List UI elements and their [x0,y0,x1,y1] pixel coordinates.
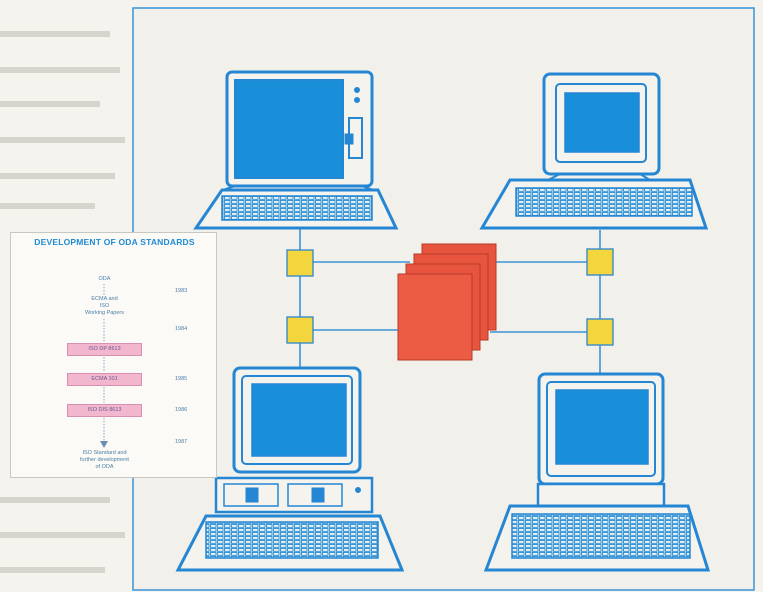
step-box-3: ISO DIS 8613 [67,404,142,417]
network-node-bottom-left [286,316,314,344]
document-stack [397,243,497,361]
background-text-lines [0,31,125,573]
year-1986: 1986 [175,407,188,413]
computer-top-left [193,70,399,230]
computer-top-right [479,72,709,230]
year-1983: 1983 [175,288,188,294]
computer-bottom-left [175,366,405,572]
network-node-bottom-right [586,318,614,346]
year-1985: 1985 [175,376,188,382]
step-working-papers: ECMA and ISO Working Papers [84,296,125,316]
computer-bottom-right [483,372,711,572]
year-1987: 1987 [175,439,188,445]
step-box-1: ISO DP 8613 [67,343,142,356]
oda-standards-card: DEVELOPMENT OF ODA STANDARDS ODA 1983 EC… [10,232,217,478]
card-title: DEVELOPMENT OF ODA STANDARDS [34,237,195,247]
flow-arrows [100,284,108,448]
network-node-top-left [286,249,314,277]
step-box-2: ECMA 101 [67,373,142,386]
year-1984: 1984 [175,326,188,332]
step-oda: ODA [98,276,111,282]
network-node-top-right [586,248,614,276]
step-final: ISO Standard and further development of … [80,450,129,470]
